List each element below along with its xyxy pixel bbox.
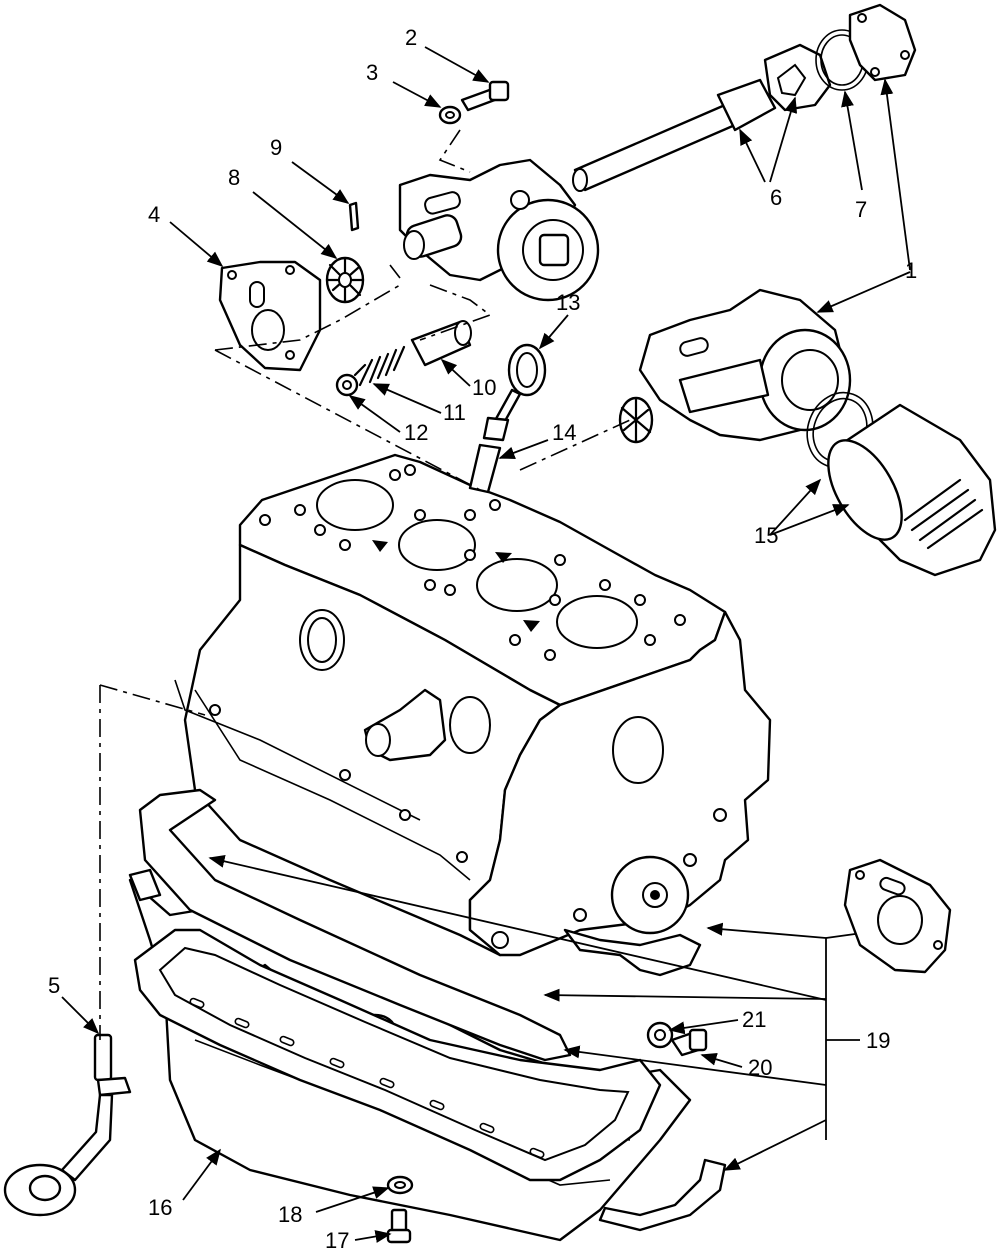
callout-11: 11 <box>443 400 466 425</box>
oil-filter-15 <box>806 391 997 577</box>
bolt-17-and-washer-18 <box>386 1175 414 1244</box>
callout-12: 12 <box>404 420 428 445</box>
side-rail-gasket <box>128 788 572 1062</box>
callout-19: 19 <box>866 1028 890 1053</box>
engine-block <box>174 453 772 957</box>
callout-10: 10 <box>472 375 496 400</box>
plate-4 <box>218 260 322 372</box>
callout-6: 6 <box>770 185 782 210</box>
callout-18: 18 <box>278 1202 302 1227</box>
callout-21: 21 <box>742 1007 766 1032</box>
callout-8: 8 <box>228 165 240 190</box>
callout-7: 7 <box>855 197 867 222</box>
callout-13: 13 <box>556 290 580 315</box>
coupling-and-cover <box>763 3 917 112</box>
relief-valve-parts <box>335 320 472 397</box>
front-seal-plate <box>843 858 952 974</box>
oil-pump-assembled <box>618 288 852 444</box>
drain-plug-20-and-gasket-21 <box>646 1021 708 1057</box>
callout-15: 15 <box>754 523 778 548</box>
callout-1: 1 <box>905 258 917 283</box>
gear-8 <box>325 256 365 304</box>
pump-drive-shaft <box>572 78 777 192</box>
callout-14: 14 <box>552 420 576 445</box>
leader-lines <box>61 46 911 1243</box>
callout-9: 9 <box>270 135 282 160</box>
callout-20: 20 <box>748 1055 772 1080</box>
callout-5: 5 <box>48 973 60 998</box>
callout-3: 3 <box>366 60 378 85</box>
dipstick-and-tube <box>468 343 547 494</box>
dipstick-tube-5 <box>3 1033 132 1217</box>
assembly-lines <box>99 129 631 1040</box>
callout-2: 2 <box>405 25 417 50</box>
callout-16: 16 <box>148 1195 172 1220</box>
oil-pan-gasket <box>133 928 662 1182</box>
callout-4: 4 <box>148 202 160 227</box>
pin-9 <box>348 201 360 232</box>
oil-pump-exploded <box>398 158 600 302</box>
bolt-2-and-washer-3 <box>438 80 510 125</box>
callout-17: 17 <box>325 1228 349 1253</box>
callout-labels: 1 2 3 4 5 6 7 8 9 10 11 12 13 14 15 16 1… <box>48 25 917 1253</box>
